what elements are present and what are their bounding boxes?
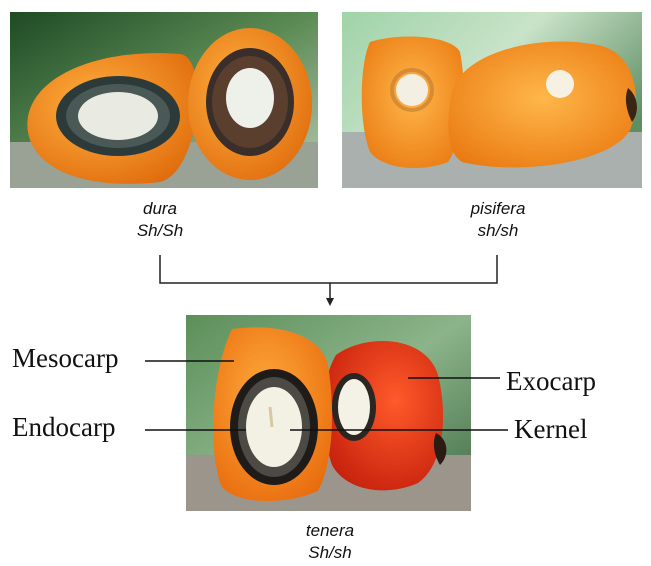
tenera-name: tenera: [270, 520, 390, 542]
tenera-caption: tenera Sh/sh: [270, 520, 390, 564]
mesocarp-label: Mesocarp: [12, 343, 118, 374]
kernel-label: Kernel: [514, 414, 587, 445]
tenera-genotype: Sh/sh: [270, 542, 390, 564]
exocarp-label: Exocarp: [506, 366, 596, 397]
endocarp-label: Endocarp: [12, 412, 115, 443]
